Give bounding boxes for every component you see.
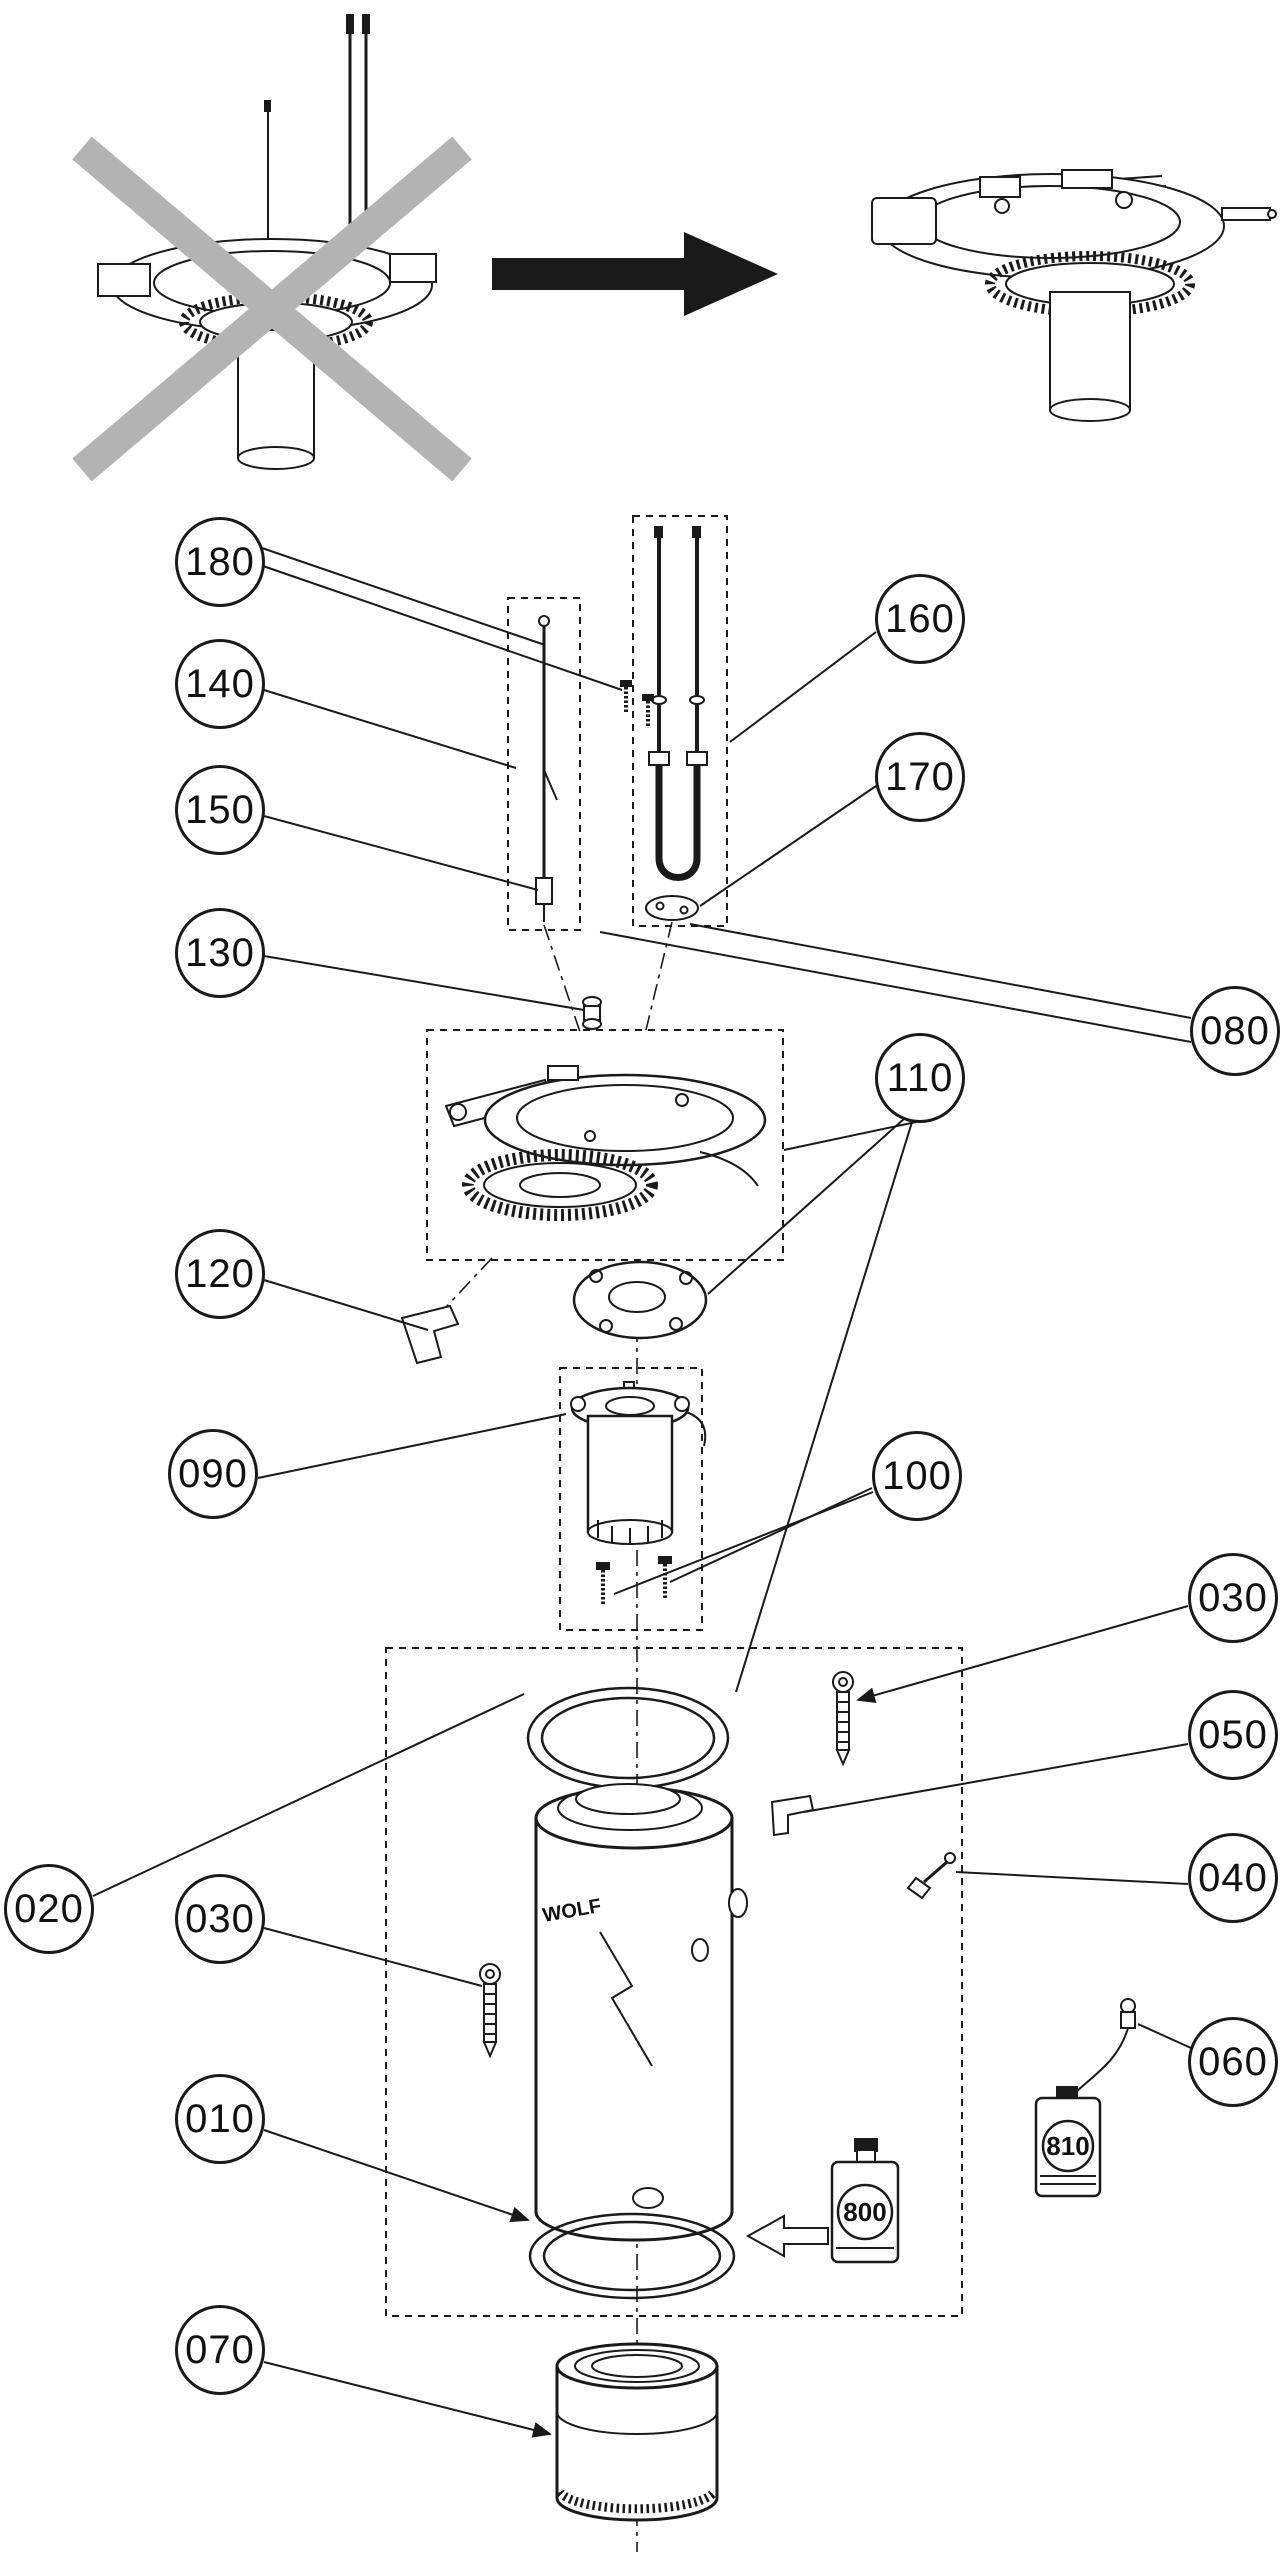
- heater-group-box: [632, 515, 728, 927]
- cross-out-icon: [72, 136, 472, 482]
- clip-050-drawing: [770, 1794, 815, 1837]
- grommet-drawing: [582, 996, 602, 1030]
- callout-150[interactable]: 150: [175, 765, 265, 855]
- clip-040-drawing: [906, 1852, 956, 1900]
- apply-arrow-icon: [745, 2214, 829, 2258]
- pump-screws-drawing: [596, 1556, 672, 1604]
- callout-130[interactable]: 130: [175, 908, 265, 998]
- correct-assembly-illustration: [871, 169, 1277, 422]
- pump-assembly-drawing: [570, 1381, 707, 1545]
- strap-bolt-upper-drawing: [832, 1671, 854, 1767]
- bottle-800-drawing: 800: [745, 2138, 900, 2264]
- callout-080[interactable]: 080: [1190, 986, 1280, 1076]
- bottle-800-label: 800: [843, 2197, 886, 2227]
- callout-030-lower[interactable]: 030: [175, 1874, 265, 1964]
- bottle-810-drawing: 810: [1034, 2086, 1102, 2198]
- tank-drawing: WOLF: [534, 1783, 748, 2242]
- arrow-right-icon: [492, 232, 778, 316]
- callout-010[interactable]: 010: [175, 2074, 265, 2164]
- callout-170[interactable]: 170: [875, 732, 965, 822]
- callout-020[interactable]: 020: [4, 1864, 94, 1954]
- callout-090[interactable]: 090: [168, 1429, 258, 1519]
- flange-plate-gasket-drawing: [572, 1260, 708, 1340]
- burner-assembly-drawing: [444, 1065, 767, 1221]
- mounting-screws-drawing: [620, 680, 654, 728]
- sensor-rod-drawing: [535, 615, 558, 922]
- sensor-plug-drawing: [1073, 1998, 1136, 2095]
- heater-rods-drawing: [648, 526, 708, 881]
- callout-040[interactable]: 040: [1188, 1833, 1278, 1923]
- callout-070[interactable]: 070: [175, 2305, 265, 2395]
- callout-030-upper[interactable]: 030: [1188, 1553, 1278, 1643]
- callout-110[interactable]: 110: [875, 1033, 965, 1123]
- pump-group-box: [559, 1367, 703, 1631]
- callout-100[interactable]: 100: [872, 1431, 962, 1521]
- leader-lines: [92, 547, 1192, 2438]
- burner-group-box: [426, 1029, 784, 1261]
- callout-160[interactable]: 160: [875, 574, 965, 664]
- callout-140[interactable]: 140: [175, 639, 265, 729]
- callout-050[interactable]: 050: [1188, 1690, 1278, 1780]
- callout-120[interactable]: 120: [175, 1229, 265, 1319]
- oring-top-drawing: [526, 1686, 730, 1790]
- strap-bolt-lower-drawing: [479, 1963, 501, 2059]
- bracket-120-drawing: [400, 1304, 460, 1365]
- callout-180[interactable]: 180: [175, 517, 265, 607]
- bottom-sleeve-drawing: [555, 2342, 719, 2522]
- flange-gasket-drawing: [645, 895, 699, 921]
- callout-060[interactable]: 060: [1188, 2017, 1278, 2107]
- sensor-group-box: [507, 597, 581, 931]
- assembly-group-boxes: [385, 515, 963, 2317]
- bottle-810-label: 810: [1046, 2131, 1089, 2161]
- tank-group-box: [385, 1647, 963, 2317]
- oring-bottom-drawing: [528, 2212, 736, 2300]
